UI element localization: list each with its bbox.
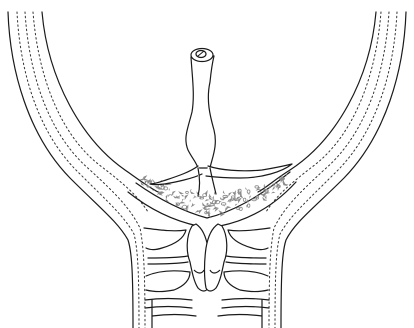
granule (194, 195, 197, 197)
granule (185, 194, 189, 200)
granule (249, 195, 251, 199)
right-dotted-layer-2 (269, 12, 389, 328)
right-dotted-layer-1 (275, 12, 397, 328)
left-dotted-layer-1 (17, 12, 139, 328)
granule (271, 192, 276, 194)
granule (181, 206, 182, 209)
granule (193, 197, 196, 198)
stalk (152, 300, 262, 328)
central-bulbs (187, 224, 227, 291)
granule (205, 199, 210, 201)
granule (169, 188, 170, 191)
granule (212, 196, 214, 201)
granule (166, 194, 168, 199)
left-fold-mid-2 (148, 262, 188, 264)
left-basin-lower (128, 192, 198, 226)
granule-ring (252, 199, 256, 201)
right-fold-lower (224, 271, 268, 292)
right-fold-mid-2 (226, 262, 266, 264)
granule (262, 197, 267, 201)
granule (191, 204, 196, 207)
stem-root-right (206, 164, 292, 178)
granule (168, 194, 171, 197)
left-dotted-layer-2 (25, 12, 145, 328)
left-fold-lower (146, 271, 190, 292)
granule-ring (248, 204, 250, 207)
granule-ring (247, 190, 250, 193)
granule (190, 191, 195, 194)
granule-ring (186, 191, 189, 193)
left-fold-upper (144, 228, 186, 250)
left-fold-mid (148, 256, 188, 258)
granule (235, 204, 238, 206)
right-fold-mid (226, 256, 266, 258)
left-dotted-layer-3 (33, 12, 148, 212)
right-bulb (205, 224, 227, 291)
stalk-bottom-right (218, 315, 262, 317)
granule-ring (255, 186, 259, 188)
granule (245, 187, 247, 190)
granule (178, 191, 184, 194)
left-outer-wall (8, 12, 133, 328)
granule (218, 210, 224, 213)
granule-ring (221, 203, 226, 206)
right-inner-wall (258, 12, 376, 192)
granule-ring (243, 198, 246, 201)
granular-mass (140, 174, 289, 219)
granule (223, 190, 225, 194)
stem-root-left (150, 166, 202, 185)
granule (181, 194, 185, 196)
granule-ring (231, 196, 235, 198)
granule (190, 199, 191, 202)
right-fold-upper (228, 228, 270, 250)
stem-tube (150, 49, 292, 197)
granule (199, 209, 203, 214)
granule (272, 187, 275, 190)
stalk-bottom-left (152, 315, 196, 317)
right-outer-wall (281, 12, 406, 328)
granule (182, 199, 184, 202)
stem-body (186, 56, 215, 168)
